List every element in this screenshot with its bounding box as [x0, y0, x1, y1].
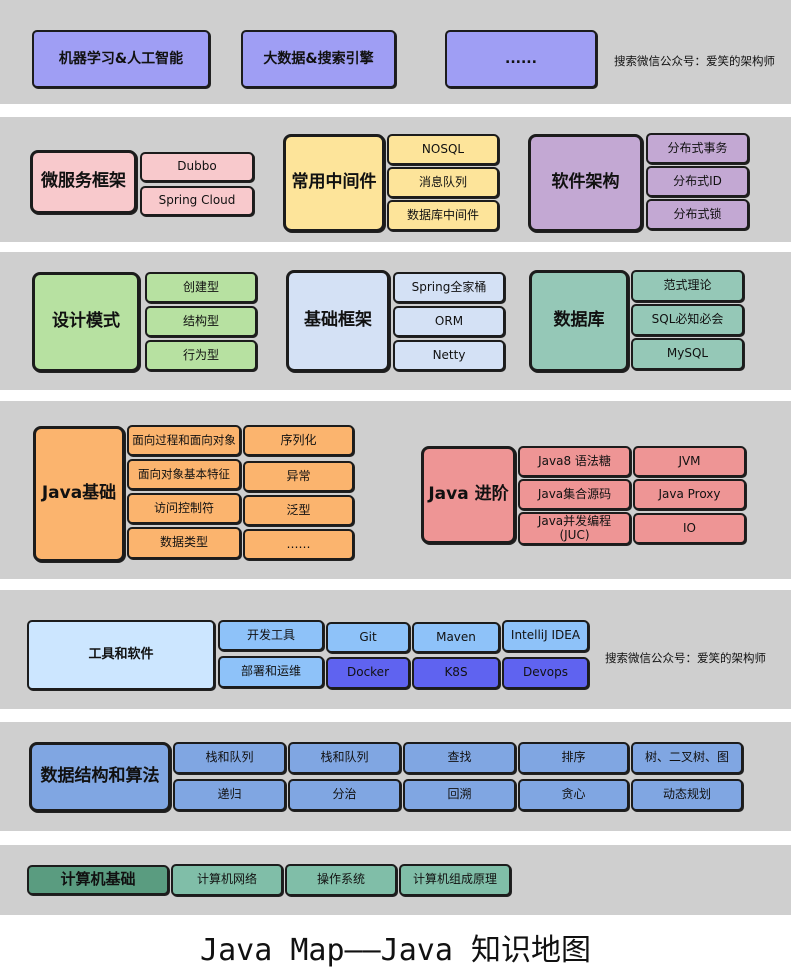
software-arch-box[interactable]: 软件架构 [528, 134, 643, 232]
javaadv-item[interactable]: Java并发编程 (JUC) [518, 512, 631, 545]
cs-item[interactable]: 计算机组成原理 [399, 864, 511, 896]
javaadv-item[interactable]: Java Proxy [633, 479, 746, 510]
framework-item[interactable]: Netty [393, 340, 505, 371]
design-item[interactable]: 创建型 [145, 272, 257, 303]
design-pattern-box[interactable]: 设计模式 [32, 272, 140, 372]
microservice-box[interactable]: 微服务框架 [30, 150, 137, 214]
tools-item[interactable]: IntelliJ IDEA [502, 620, 589, 652]
cs-basics-box[interactable]: 计算机基础 [27, 865, 169, 895]
algo-item[interactable]: 分治 [288, 779, 401, 811]
algo-item[interactable]: 动态规划 [631, 779, 743, 811]
javabase-item[interactable]: …… [243, 529, 354, 560]
javabase-item[interactable]: 序列化 [243, 425, 354, 456]
bigdata-search-box[interactable]: 大数据&搜索引擎 [241, 30, 396, 88]
java-basics-box[interactable]: Java基础 [33, 426, 125, 562]
micro-item[interactable]: Spring Cloud [140, 186, 254, 216]
algo-box[interactable]: 数据结构和算法 [29, 742, 171, 812]
design-item[interactable]: 行为型 [145, 340, 257, 371]
tools-item[interactable]: Docker [326, 657, 410, 689]
algo-item[interactable]: 回溯 [403, 779, 516, 811]
algo-item[interactable]: 树、二叉树、图 [631, 742, 743, 774]
middleware-item[interactable]: NOSQL [387, 134, 499, 165]
page-title: Java Map——Java 知识地图 [200, 933, 591, 968]
javabase-item[interactable]: 面向对象基本特征 [127, 459, 241, 490]
javabase-item[interactable]: 数据类型 [127, 527, 241, 559]
db-item[interactable]: 范式理论 [631, 270, 744, 302]
javaadv-item[interactable]: Java8 语法糖 [518, 446, 631, 477]
tools-box[interactable]: 工具和软件 [27, 620, 215, 690]
middleware-item[interactable]: 数据库中间件 [387, 200, 499, 231]
cs-item[interactable]: 操作系统 [285, 864, 397, 896]
design-item[interactable]: 结构型 [145, 306, 257, 337]
database-box[interactable]: 数据库 [529, 270, 629, 372]
ml-ai-box[interactable]: 机器学习&人工智能 [32, 30, 210, 88]
basic-framework-box[interactable]: 基础框架 [286, 270, 390, 372]
javabase-item[interactable]: 面向过程和面向对象 [127, 425, 241, 456]
framework-item[interactable]: Spring全家桶 [393, 272, 505, 303]
wechat-note-tools: 搜索微信公众号：爱笑的架构师 [605, 651, 766, 665]
db-item[interactable]: SQL必知必会 [631, 304, 744, 336]
tools-item[interactable]: Devops [502, 657, 589, 689]
algo-item[interactable]: 查找 [403, 742, 516, 774]
javaadv-item[interactable]: IO [633, 513, 746, 544]
algo-item[interactable]: 栈和队列 [173, 742, 286, 774]
javaadv-item[interactable]: Java集合源码 [518, 479, 631, 510]
middleware-box[interactable]: 常用中间件 [283, 134, 385, 232]
arch-item[interactable]: 分布式事务 [646, 133, 749, 164]
javabase-item[interactable]: 访问控制符 [127, 493, 241, 524]
framework-item[interactable]: ORM [393, 306, 505, 337]
algo-item[interactable]: 贪心 [518, 779, 629, 811]
java-advanced-box[interactable]: Java 进阶 [421, 446, 516, 544]
wechat-note-top: 搜索微信公众号：爱笑的架构师 [614, 54, 775, 68]
tools-item[interactable]: Git [326, 622, 410, 653]
arch-item[interactable]: 分布式锁 [646, 199, 749, 230]
tools-item[interactable]: Maven [412, 622, 500, 653]
db-item[interactable]: MySQL [631, 338, 744, 370]
algo-item[interactable]: 递归 [173, 779, 286, 811]
javabase-item[interactable]: 泛型 [243, 495, 354, 526]
javaadv-item[interactable]: JVM [633, 446, 746, 477]
arch-item[interactable]: 分布式ID [646, 166, 749, 197]
tools-item[interactable]: 部署和运维 [218, 656, 324, 688]
micro-item[interactable]: Dubbo [140, 152, 254, 182]
tools-item[interactable]: 开发工具 [218, 620, 324, 651]
algo-item[interactable]: 栈和队列 [288, 742, 401, 774]
algo-item[interactable]: 排序 [518, 742, 629, 774]
tools-item[interactable]: K8S [412, 657, 500, 689]
more-box[interactable]: ...... [445, 30, 597, 88]
cs-item[interactable]: 计算机网络 [171, 864, 283, 896]
javabase-item[interactable]: 异常 [243, 461, 354, 492]
middleware-item[interactable]: 消息队列 [387, 167, 499, 198]
